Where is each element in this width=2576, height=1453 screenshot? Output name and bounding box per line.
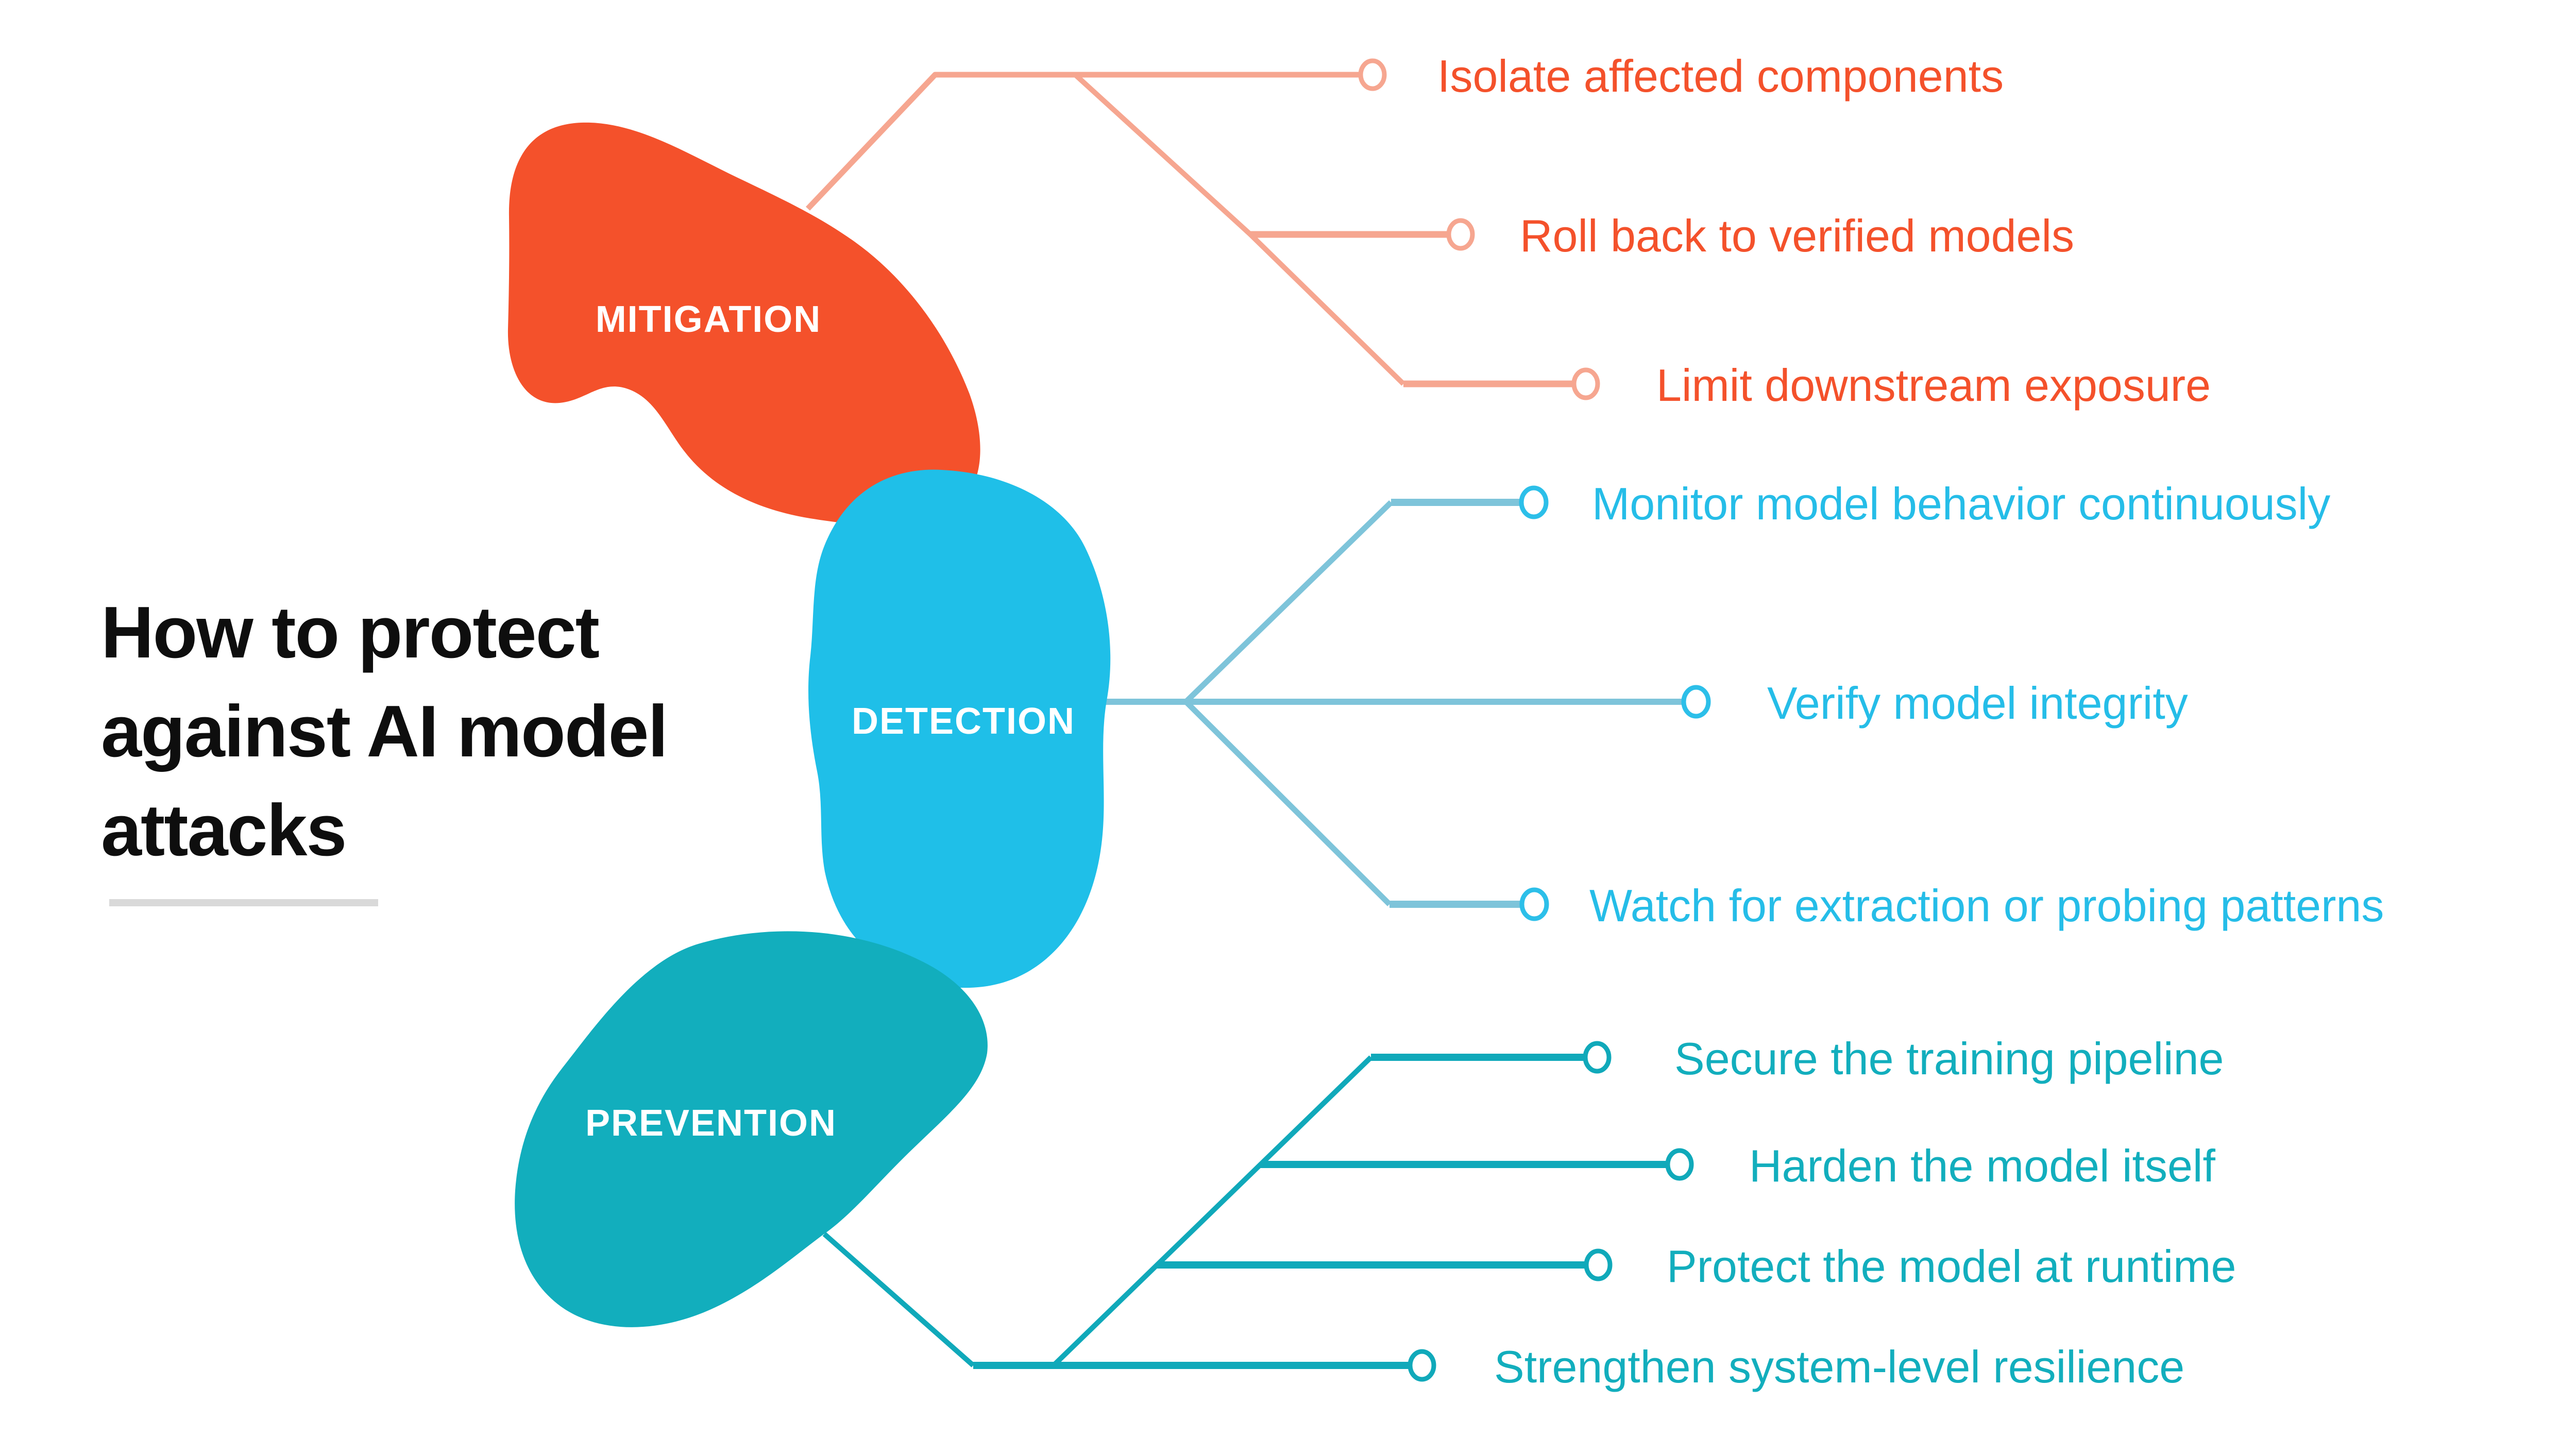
- prevention-item-3-label: Protect the model at runtime: [1667, 1241, 2236, 1292]
- mitigation-item-3-label: Limit downstream exposure: [1656, 360, 2211, 411]
- mitigation-item-2-label: Roll back to verified models: [1520, 210, 2075, 261]
- mitigation-item-1-label: Isolate affected components: [1437, 50, 2004, 102]
- page-title-line-1: How to protect: [101, 592, 600, 673]
- detection-connector-lines: [1103, 499, 1684, 908]
- detection-blob: [808, 469, 1111, 988]
- detection-item-3-label: Watch for extraction or probing patterns: [1589, 880, 2384, 931]
- detection-diagonal-up: [1184, 500, 1393, 704]
- prevention-diagonal-line: [1052, 1055, 1373, 1367]
- mitigation-diagonal-line: [1073, 73, 1405, 386]
- detection-item-1-marker: [1519, 485, 1549, 519]
- prevention-item-2-marker: [1665, 1148, 1694, 1181]
- prevention-connector-lines: [822, 1054, 1668, 1369]
- prevention-item-3-marker: [1584, 1248, 1613, 1281]
- mitigation-item-3-marker: [1571, 367, 1600, 400]
- item-markers: [1358, 58, 1711, 1382]
- page-title-line-3: attacks: [101, 789, 347, 871]
- mitigation-line-level1: [806, 72, 1361, 211]
- prevention-item-4-marker: [1408, 1349, 1436, 1382]
- prevention-item-1-marker: [1583, 1041, 1612, 1074]
- detection-blob-label: DETECTION: [851, 701, 1076, 742]
- prevention-blob-line: [822, 1232, 975, 1367]
- mitigation-connector-lines: [806, 72, 1574, 387]
- detection-item-1-label: Monitor model behavior continuously: [1592, 478, 2331, 529]
- detection-item-2-marker: [1681, 685, 1711, 719]
- mitigation-blob-label: MITIGATION: [595, 299, 822, 340]
- mitigation-item-2-marker: [1446, 218, 1475, 251]
- title-divider-bar: [109, 899, 378, 906]
- page-title: How to protect against AI model attacks: [101, 583, 874, 880]
- prevention-item-2-label: Harden the model itself: [1749, 1140, 2215, 1191]
- detection-item-3-marker: [1519, 887, 1549, 921]
- mitigation-blob: [507, 122, 980, 526]
- mitigation-item-1-marker: [1358, 58, 1387, 91]
- page-title-line-2: against AI model: [101, 690, 668, 772]
- detection-diagonal-down: [1184, 700, 1392, 906]
- prevention-blob-label: PREVENTION: [585, 1103, 837, 1144]
- prevention-blob: [515, 931, 988, 1327]
- prevention-item-1-label: Secure the training pipeline: [1674, 1033, 2224, 1084]
- detection-item-2-label: Verify model integrity: [1767, 678, 2188, 729]
- prevention-item-4-label: Strengthen system-level resilience: [1494, 1341, 2185, 1392]
